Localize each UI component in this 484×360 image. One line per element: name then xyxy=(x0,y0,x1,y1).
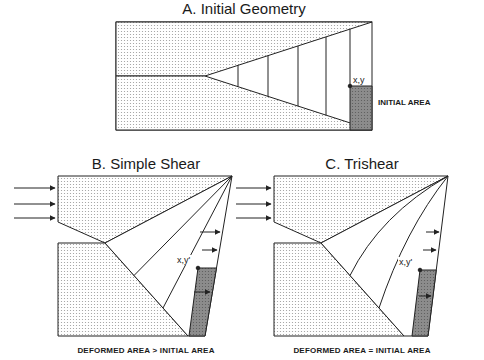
point-label: x,y' xyxy=(176,255,191,265)
panel-title: C. Trishear xyxy=(242,155,482,173)
marker-line xyxy=(350,29,351,86)
area-label: INITIAL AREA xyxy=(377,98,431,108)
push-arrow xyxy=(14,204,55,205)
point-marker xyxy=(418,268,422,272)
push-arrow xyxy=(236,218,271,219)
figure-panel: A. Initial Geometry xyxy=(116,0,372,132)
shear-curve xyxy=(350,176,448,276)
deformed-area xyxy=(412,270,436,336)
deformed-area xyxy=(189,268,217,336)
hanging-wall xyxy=(116,22,372,76)
panel-a-drawing xyxy=(116,22,372,130)
point-marker xyxy=(196,266,200,270)
velocity-arrow xyxy=(419,296,431,297)
shear-line xyxy=(134,176,232,276)
panel-title: A. Initial Geometry xyxy=(116,0,372,18)
marker-line xyxy=(326,37,327,115)
velocity-arrow xyxy=(202,250,217,251)
initial-area xyxy=(350,86,372,130)
velocity-arrow xyxy=(423,250,436,251)
panel-caption: DEFORMED AREA > INITIAL AREA xyxy=(26,346,266,356)
push-arrow xyxy=(14,218,55,219)
panel-title: B. Simple Shear xyxy=(26,155,266,173)
trishear-zone xyxy=(321,176,448,336)
push-arrow xyxy=(14,188,55,189)
panel-c-drawing xyxy=(236,176,448,336)
point-label: x,y' xyxy=(398,257,413,267)
marker-line xyxy=(298,46,299,106)
figure-panel: C. TrishearDEFORMED AREA = INITIAL AREA xyxy=(242,155,482,356)
footwall xyxy=(116,76,372,130)
velocity-arrow xyxy=(194,292,210,293)
panel-b-drawing xyxy=(14,176,232,336)
shear-zone xyxy=(105,176,232,336)
marker-line xyxy=(268,56,269,97)
marker-line xyxy=(238,65,239,86)
push-arrow xyxy=(236,188,271,189)
point-label: x,y xyxy=(352,75,366,85)
velocity-arrow xyxy=(200,232,220,233)
panel-caption: DEFORMED AREA = INITIAL AREA xyxy=(242,346,482,356)
velocity-arrow xyxy=(426,232,439,233)
figure-panel: B. Simple ShearDEFORMED AREA > INITIAL A… xyxy=(26,155,266,356)
push-arrow xyxy=(236,204,271,205)
panel-frame xyxy=(116,22,372,130)
shear-curve xyxy=(379,176,448,308)
